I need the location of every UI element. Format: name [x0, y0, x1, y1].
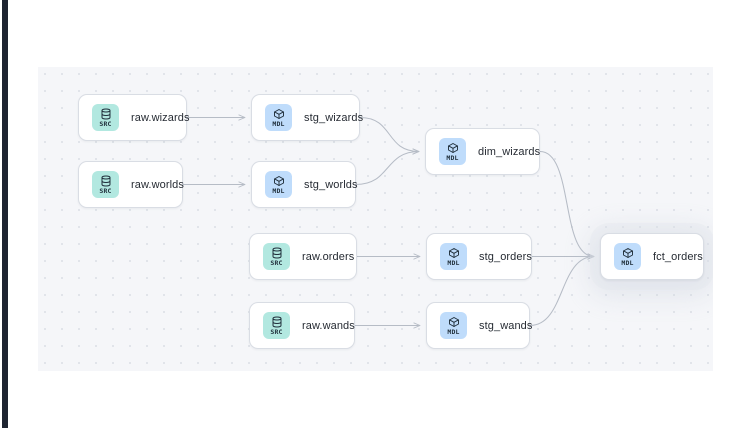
database-icon-badge: SRC	[92, 104, 119, 131]
node-label: fct_orders	[653, 250, 703, 263]
cube-icon-badge: MDL	[614, 243, 641, 270]
app-edge-rail	[2, 0, 8, 428]
node-label: stg_wands	[479, 319, 533, 332]
node-kind-code: MDL	[621, 259, 634, 267]
node-kind-code: SRC	[270, 328, 283, 336]
database-icon	[271, 316, 283, 328]
cube-icon	[622, 247, 634, 259]
node-kind-code: SRC	[99, 120, 112, 128]
database-icon	[271, 247, 283, 259]
cube-icon	[273, 175, 285, 187]
cube-icon-badge: MDL	[439, 138, 466, 165]
node-kind-code: MDL	[446, 154, 459, 162]
node-label: raw.wizards	[131, 111, 190, 124]
lineage-edge-stg_wizards-to-dim_wizards	[359, 116, 419, 152]
cube-icon-badge: MDL	[440, 312, 467, 339]
lineage-node-raw_wizards[interactable]: SRC raw.wizards	[78, 94, 190, 141]
node-label: dim_wizards	[478, 145, 541, 158]
node-kind-code: SRC	[99, 187, 112, 195]
node-label: raw.orders	[302, 250, 355, 263]
node-label: raw.worlds	[131, 178, 184, 191]
lineage-node-raw_orders[interactable]: SRC raw.orders	[249, 233, 357, 280]
node-label: stg_orders	[479, 250, 532, 263]
lineage-edge-stg_worlds-to-dim_wizards	[355, 152, 419, 186]
cube-icon	[448, 247, 460, 259]
database-icon-badge: SRC	[263, 243, 290, 270]
lineage-node-dim_wizards[interactable]: MDL dim_wizards	[425, 128, 540, 175]
node-kind-code: MDL	[447, 328, 460, 336]
database-icon-badge: SRC	[263, 312, 290, 339]
cube-icon-badge: MDL	[440, 243, 467, 270]
cube-icon-badge: MDL	[265, 104, 292, 131]
lineage-node-fct_orders[interactable]: MDL fct_orders	[600, 233, 704, 280]
cube-icon	[273, 108, 285, 120]
lineage-node-stg_worlds[interactable]: MDL stg_worlds	[251, 161, 358, 208]
lineage-edge-stg_wands-to-fct_orders	[529, 257, 594, 327]
node-label: stg_wizards	[304, 111, 364, 124]
node-kind-code: SRC	[270, 259, 283, 267]
cube-icon-badge: MDL	[265, 171, 292, 198]
node-kind-code: MDL	[447, 259, 460, 267]
node-kind-code: MDL	[272, 187, 285, 195]
database-icon	[100, 175, 112, 187]
cube-icon	[447, 142, 459, 154]
lineage-node-stg_wands[interactable]: MDL stg_wands	[426, 302, 533, 349]
lineage-node-stg_orders[interactable]: MDL stg_orders	[426, 233, 532, 280]
database-icon-badge: SRC	[92, 171, 119, 198]
node-label: stg_worlds	[304, 178, 358, 191]
database-icon	[100, 108, 112, 120]
lineage-node-raw_wands[interactable]: SRC raw.wands	[249, 302, 355, 349]
lineage-node-raw_worlds[interactable]: SRC raw.worlds	[78, 161, 184, 208]
cube-icon	[448, 316, 460, 328]
node-kind-code: MDL	[272, 120, 285, 128]
lineage-node-stg_wizards[interactable]: MDL stg_wizards	[251, 94, 364, 141]
lineage-edge-dim_wizards-to-fct_orders	[539, 150, 594, 257]
node-label: raw.wands	[302, 319, 355, 332]
